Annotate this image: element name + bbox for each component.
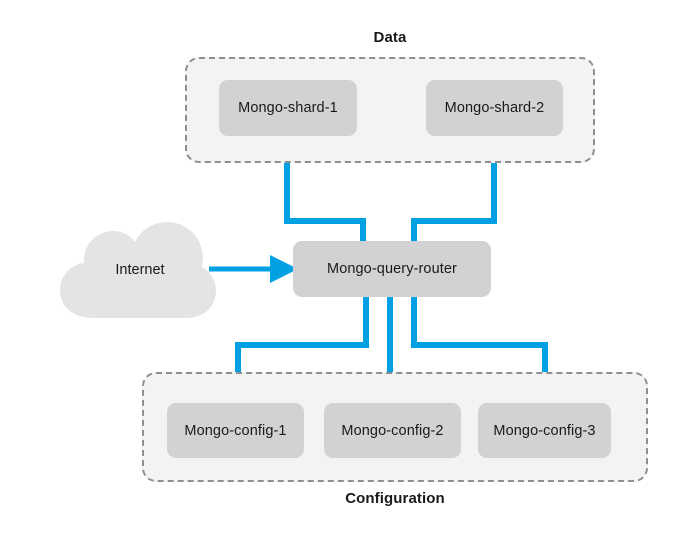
node-mongo-shard-2[interactable]: Mongo-shard-2 (426, 80, 563, 136)
node-mongo-config-3[interactable]: Mongo-config-3 (478, 403, 611, 458)
node-mongo-config-2[interactable]: Mongo-config-2 (324, 403, 461, 458)
node-mongo-config-1[interactable]: Mongo-config-1 (167, 403, 304, 458)
node-mongo-query-router[interactable]: Mongo-query-router (293, 241, 491, 297)
group-caption-data: Data (373, 29, 407, 46)
cloud-internet[interactable]: Internet (56, 218, 218, 322)
node-mongo-shard-1[interactable]: Mongo-shard-1 (219, 80, 357, 136)
group-caption-configuration: Configuration (345, 490, 445, 507)
cloud-label-internet: Internet (115, 262, 165, 278)
cloud-icon (60, 222, 216, 318)
